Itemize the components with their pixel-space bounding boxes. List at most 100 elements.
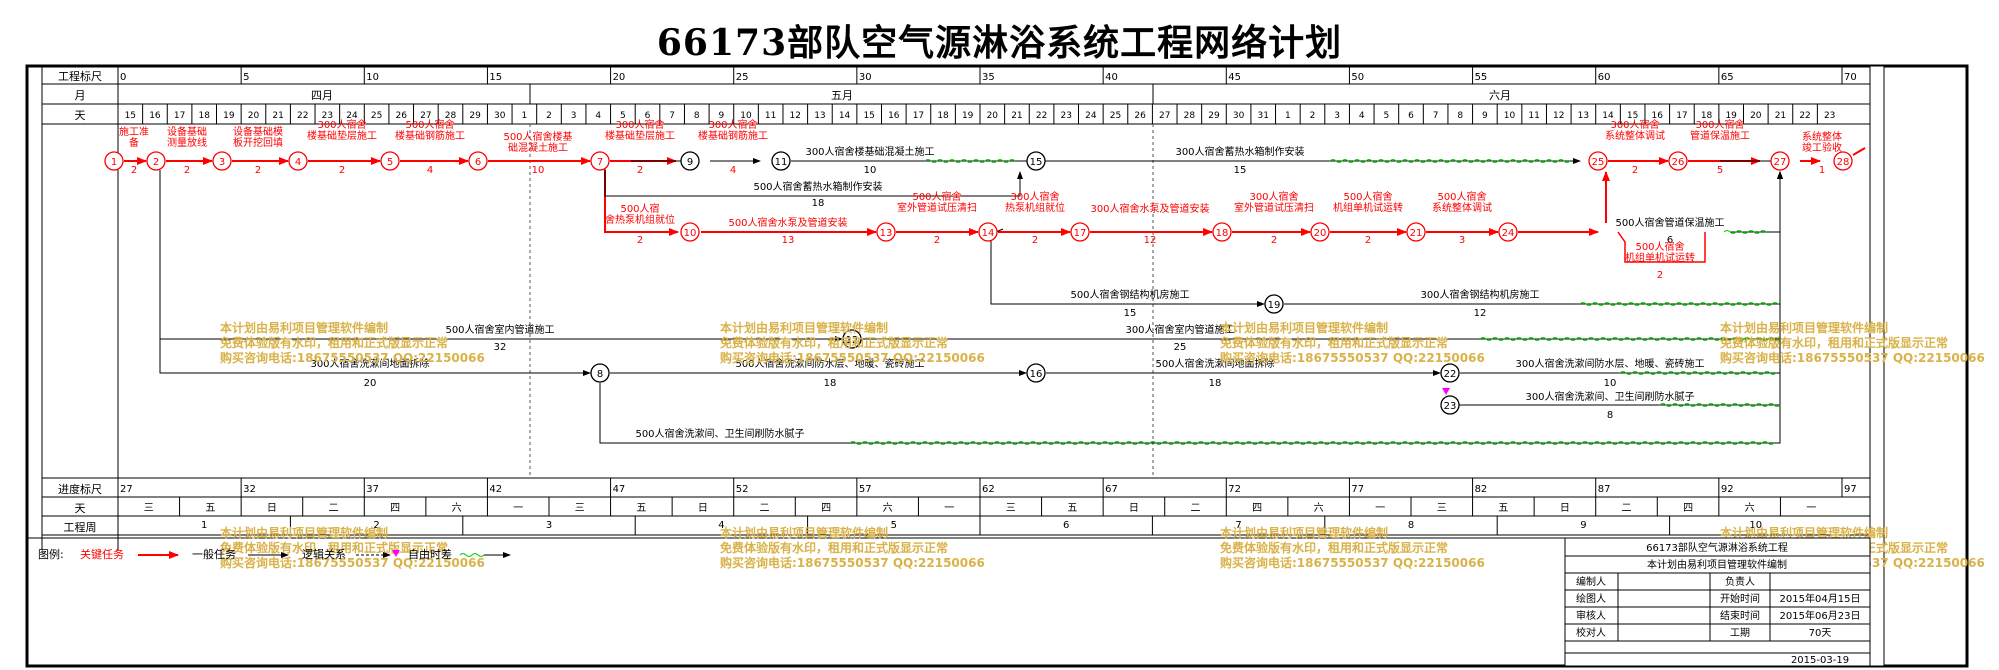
node-circle bbox=[842, 329, 862, 349]
day-cell: 7 bbox=[669, 111, 675, 121]
task-name: 500人宿舍 bbox=[405, 118, 454, 131]
day-cell: 21 bbox=[1775, 111, 1786, 121]
task-duration: 2 bbox=[1365, 235, 1371, 246]
task-name: 300人宿舍洗漱间防水层、地暖、瓷砖施工 bbox=[1515, 357, 1704, 370]
task-duration: 2 bbox=[184, 165, 190, 176]
week-cell: 7 bbox=[1235, 520, 1241, 531]
node-number: 3 bbox=[219, 157, 225, 168]
task-name: 300人宿舍钢结构机房施工 bbox=[1420, 288, 1539, 301]
day-cell: 29 bbox=[469, 111, 481, 121]
task-name: 300人宿舍 bbox=[1610, 118, 1659, 131]
weekday-cell: 日 bbox=[267, 503, 277, 514]
weekday-cell: 日 bbox=[1560, 503, 1570, 514]
watermark-line2: 免费体验版有水印，租用和正式版显示正常 bbox=[1720, 335, 1948, 350]
task-duration: 2 bbox=[637, 235, 643, 246]
progress-tick: 67 bbox=[1105, 484, 1118, 495]
day-cell: 15 bbox=[1627, 111, 1638, 121]
task-name: 舍热泵机组就位 bbox=[605, 213, 675, 226]
task-duration: 32 bbox=[494, 342, 507, 353]
node-number: 4 bbox=[295, 157, 301, 168]
day-cell: 19 bbox=[962, 111, 974, 121]
watermark-line3: 购买咨询电话:18675550537 QQ:22150066 bbox=[220, 555, 485, 570]
node-circle bbox=[1440, 363, 1460, 383]
day-cell: 14 bbox=[1602, 111, 1614, 121]
task-name: 500人宿舍洗漱间、卫生间刷防水腻子 bbox=[635, 427, 804, 440]
node-circle bbox=[1770, 151, 1790, 171]
day-cell: 16 bbox=[1652, 111, 1664, 121]
day-cell: 18 bbox=[937, 111, 949, 121]
task-name: 500人宿舍洗漱间防水层、地暖、瓷砖施工 bbox=[735, 357, 924, 370]
task-duration: 15 bbox=[1234, 165, 1247, 176]
watermark-line1: 本计划由易利项目管理软件编制 bbox=[1220, 320, 1388, 335]
weekday-cell: 三 bbox=[1006, 503, 1016, 514]
node-number: 6 bbox=[475, 157, 481, 168]
task-name: 300人宿舍室内管道施工 bbox=[1125, 323, 1234, 336]
task-name: 机组单机试运转 bbox=[1333, 201, 1403, 214]
weekday-cell: 三 bbox=[1437, 503, 1447, 514]
task-name: 管道保温施工 bbox=[1690, 129, 1750, 142]
scale-tick: 5 bbox=[243, 72, 249, 83]
node-circle bbox=[1498, 222, 1518, 242]
watermark-line3: 购买咨询电话:18675550537 QQ:22150066 bbox=[1220, 350, 1485, 365]
day-cell: 3 bbox=[571, 111, 577, 121]
watermark-line2: 免费体验版有水印，租用和正式版显示正常 bbox=[1220, 540, 1448, 555]
day-cell: 26 bbox=[1134, 111, 1146, 121]
weekday-cell: 日 bbox=[1129, 503, 1139, 514]
scale-tick: 30 bbox=[859, 72, 872, 83]
watermark-line1: 本计划由易利项目管理软件编制 bbox=[1720, 525, 1888, 540]
weekday-cell: 一 bbox=[1806, 503, 1816, 514]
scale-tick: 65 bbox=[1721, 72, 1734, 83]
progress-tick: 37 bbox=[366, 484, 379, 495]
watermark-line1: 本计划由易利项目管理软件编制 bbox=[720, 320, 888, 335]
day-cell: 28 bbox=[445, 111, 457, 121]
progress-tick: 92 bbox=[1721, 484, 1734, 495]
scale-tick: 20 bbox=[613, 72, 626, 83]
task-name: 500人宿舍钢结构机房施工 bbox=[1070, 288, 1189, 301]
task-duration: 3 bbox=[1459, 235, 1465, 246]
weekday-cell: 六 bbox=[1314, 502, 1324, 514]
node-number: 16 bbox=[1030, 369, 1043, 380]
watermark-line2: 免费体验版有水印，租用和正式版显示正常 bbox=[220, 335, 448, 350]
task-name: 300人宿舍楼基础混凝土施工 bbox=[805, 145, 934, 158]
weekday-cell: 四 bbox=[821, 503, 831, 514]
day-cell: 8 bbox=[1457, 111, 1463, 121]
watermark-line2: 免费体验版有水印，租用和正式版显示正常 bbox=[220, 540, 448, 555]
node-circle bbox=[1070, 222, 1090, 242]
task-name: 500人宿舍 bbox=[1635, 240, 1684, 253]
task-name: 300人宿舍水泵及管道安装 bbox=[1090, 202, 1209, 215]
day-cell: 12 bbox=[790, 111, 801, 121]
day-cell: 22 bbox=[1799, 111, 1810, 121]
legend-float-wave bbox=[459, 553, 485, 557]
task-name: 500人宿舍室内管道施工 bbox=[445, 323, 554, 336]
day-cell: 31 bbox=[1258, 111, 1269, 121]
day-cell: 18 bbox=[1701, 111, 1713, 121]
day-cell: 24 bbox=[346, 111, 358, 121]
task-name: 300人宿舍 bbox=[1249, 190, 1298, 203]
info-r2b: 开始时间 bbox=[1720, 592, 1760, 605]
node-number: 7 bbox=[597, 157, 603, 168]
node-number: 17 bbox=[1074, 228, 1087, 239]
scale-tick: 45 bbox=[1228, 72, 1241, 83]
progress-tick: 32 bbox=[243, 484, 256, 495]
watermark-line1: 本计划由易利项目管理软件编制 bbox=[1720, 320, 1888, 335]
node-circle bbox=[288, 151, 308, 171]
day-cell: 26 bbox=[396, 111, 408, 121]
weekday-cell: 三 bbox=[575, 503, 585, 514]
task-name: 500人宿舍 bbox=[1437, 190, 1486, 203]
day-cell: 17 bbox=[1676, 111, 1687, 121]
legend-float: 自由时差 bbox=[408, 547, 452, 561]
day-cell: 22 bbox=[1036, 111, 1047, 121]
node-number: 5 bbox=[387, 157, 393, 168]
row-label-day: 天 bbox=[75, 109, 86, 122]
day-cell: 14 bbox=[839, 111, 851, 121]
weekday-cell: 六 bbox=[452, 502, 462, 514]
task-name: 500人宿舍 bbox=[1343, 190, 1392, 203]
day-cell: 20 bbox=[1750, 111, 1762, 121]
node-circle bbox=[1833, 151, 1853, 171]
node-number: 25 bbox=[1592, 157, 1605, 168]
day-cell: 23 bbox=[322, 111, 333, 121]
task-name: 500人宿 bbox=[620, 202, 659, 215]
node-number: 15 bbox=[1030, 157, 1043, 168]
node-circle bbox=[212, 151, 232, 171]
node-number: 11 bbox=[775, 157, 788, 168]
